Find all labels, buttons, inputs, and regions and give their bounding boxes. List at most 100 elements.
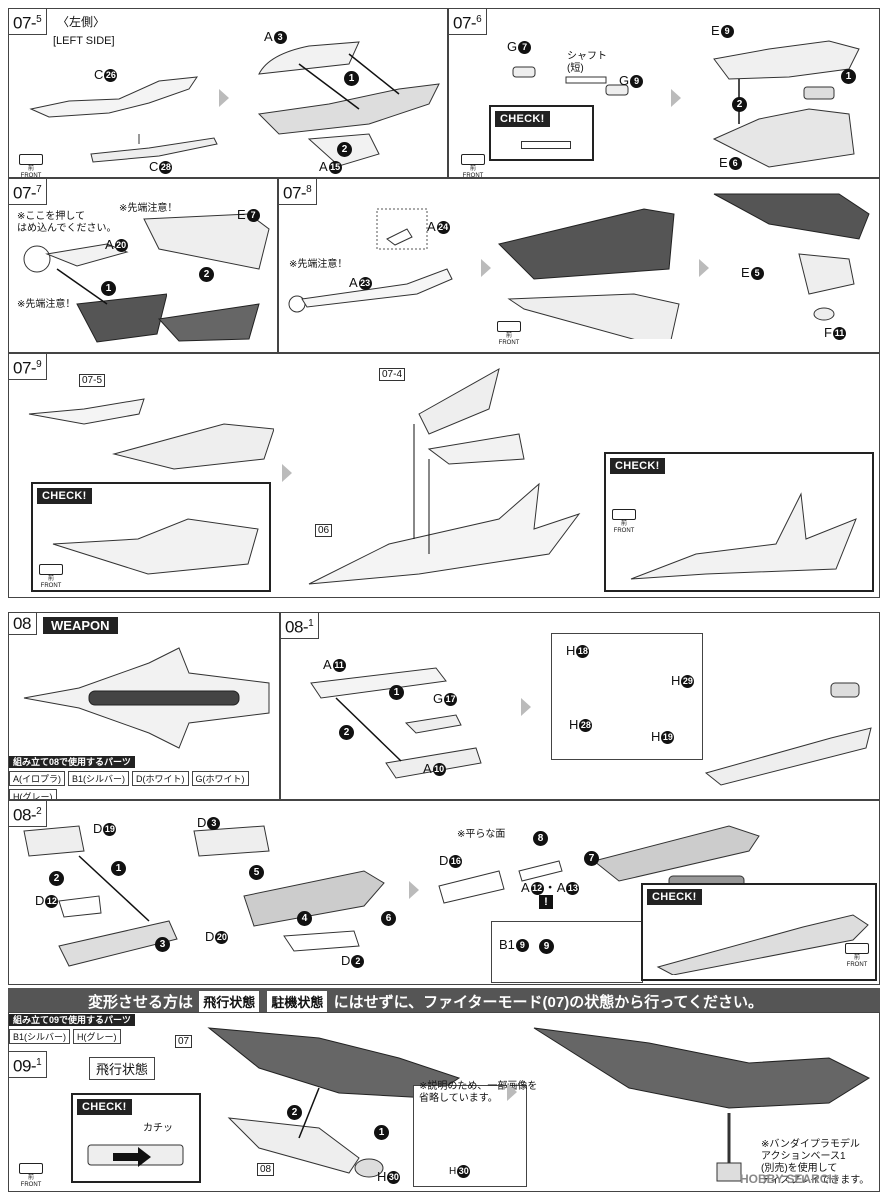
wing-assembly-illustration (257, 41, 440, 167)
step-arrow-2 (699, 259, 709, 277)
step-arrow (507, 1083, 517, 1101)
part-c26-illustration (29, 76, 199, 118)
wing-assembly-07-8-illustration (498, 208, 680, 339)
step-order-8: 8 (533, 831, 548, 846)
step-number: 08-1 (281, 613, 320, 639)
transform-notice-banner: 変形させる方は 飛行状態 駐機状態 にはせずに、ファイターモード(07)の状態か… (8, 988, 880, 1012)
step-order-2: 2 (337, 142, 352, 157)
step-number: 07-9 (9, 354, 48, 380)
check-wing-illustration (52, 518, 259, 575)
check-box: CHECK! (489, 105, 594, 161)
fighter-weapon-attach-illustration (207, 1027, 461, 1178)
step-order-1: 1 (841, 69, 856, 84)
part-e7-illustration (143, 213, 270, 342)
watermark: HOBBY SEARCH (740, 1172, 838, 1186)
shaft-check-illustration (521, 141, 571, 149)
part-box: H(グレー) (73, 1029, 121, 1044)
ref-step-06: 06 (315, 524, 333, 537)
step-order-9: 9 (539, 939, 554, 954)
detail-box (551, 633, 703, 760)
weapon-mounted-illustration (23, 647, 270, 749)
caution-icon: ! (539, 895, 553, 909)
note-tip-caution-1: ※先端注意！ (119, 203, 178, 214)
step-number: 07-5 (9, 9, 48, 35)
step-arrow (409, 881, 419, 899)
check-badge: CHECK! (495, 111, 550, 127)
step-number: 07-7 (9, 179, 48, 205)
part-box: D(ホワイト) (132, 771, 189, 786)
weapon-barrel-illustration (310, 667, 482, 779)
barrel-part-d3-illustration (193, 825, 385, 952)
banner-text: 変形させる方は 飛行状態 駐機状態 にはせずに、ファイターモード(07)の状態か… (88, 991, 763, 1012)
part-box: A(イロプラ) (9, 771, 65, 786)
step-order-7: 7 (584, 851, 599, 866)
banner-tag-parked: 駐機状態 (267, 991, 328, 1012)
step-order-1: 1 (111, 861, 126, 876)
step-arrow (481, 259, 491, 277)
step-order-2: 2 (732, 97, 747, 112)
check-badge: CHECK! (610, 458, 665, 474)
parts-header: 組み立て09で使用するパーツ (9, 1014, 135, 1026)
step-arrow (219, 89, 229, 107)
part-a20-illustration (23, 243, 167, 343)
part-a23-a24-illustration (288, 208, 453, 313)
step-number: 08-2 (9, 801, 48, 827)
step-title-jp: 〈左側〉 (57, 15, 106, 29)
panel-step-09-1: 組み立て09で使用するパーツ B1(シルバー)H(グレー) 09-1 飛行状態 … (8, 1012, 880, 1192)
ref-step-07-5: 07-5 (79, 374, 106, 387)
step-order-2: 2 (287, 1105, 302, 1120)
step-number: 07-6 (449, 9, 488, 35)
note-press-here: ※ここを押してはめ込んでください。 (17, 211, 117, 234)
step-order-1: 1 (101, 281, 116, 296)
step-number: 08 (9, 613, 37, 635)
step-arrow (521, 698, 531, 716)
mode-flight-label: 飛行状態 (89, 1057, 156, 1080)
detail-box (491, 921, 643, 983)
ref-step-07-4: 07-4 (379, 368, 406, 381)
note-tip-caution: ※先端注意！ (289, 259, 348, 270)
ref-step-07: 07 (175, 1035, 193, 1048)
step-order-1: 1 (374, 1125, 389, 1140)
check-box: CHECK! カチッ (71, 1093, 201, 1183)
check-badge: CHECK! (37, 488, 92, 504)
step-order-1: 1 (389, 685, 404, 700)
shaft-label: シャフト(短) (567, 51, 607, 74)
part-box: B1(シルバー) (68, 771, 130, 786)
check-badge: CHECK! (647, 889, 702, 905)
check-weapon-illustration (656, 914, 869, 975)
omitted-image-note: ※説明のため、一部画像を省略しています。 (419, 1081, 538, 1104)
flat-surface-note: ※平らな面 (457, 829, 506, 840)
